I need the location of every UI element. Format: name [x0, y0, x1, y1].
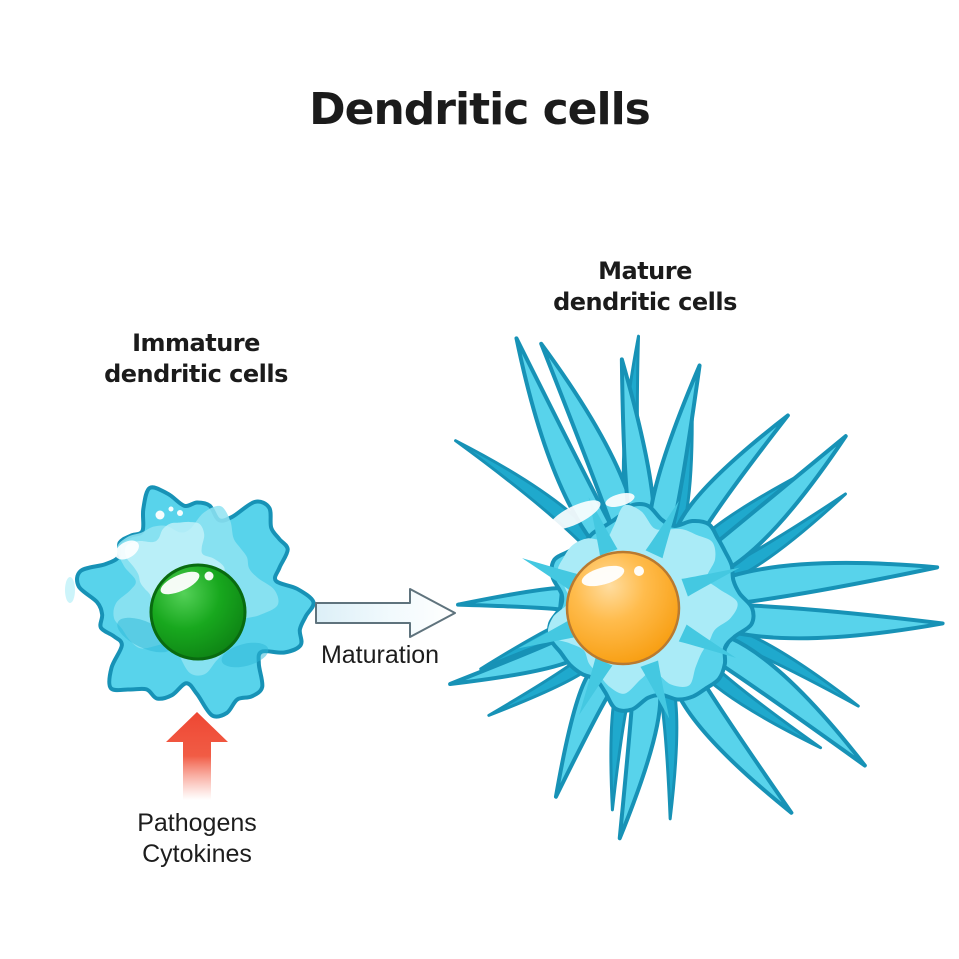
immature-dendritic-cell [65, 485, 316, 719]
stimuli-arrow-icon [166, 712, 228, 800]
diagram-title: Dendritic cells [309, 84, 651, 135]
maturation-arrow-icon [315, 588, 456, 638]
stimuli-label: Pathogens Cytokines [97, 808, 297, 870]
stimuli-label-line2: Cytokines [142, 840, 252, 868]
immature-cell-nucleus [149, 563, 247, 661]
stimuli-label-line1: Pathogens [137, 809, 257, 837]
mature-dendritic-cell [448, 334, 945, 841]
immature-cell-label: Immature dendritic cells [46, 328, 346, 390]
mature-cell-label-line2: dendritic cells [553, 288, 737, 316]
immature-cell-label-line1: Immature [132, 329, 260, 357]
immature-cell-label-line2: dendritic cells [104, 360, 288, 388]
mature-cell-nucleus [565, 550, 681, 666]
mature-cell-label: Mature dendritic cells [495, 256, 795, 318]
mature-cell-label-line1: Mature [598, 257, 692, 285]
maturation-label: Maturation [320, 641, 440, 669]
